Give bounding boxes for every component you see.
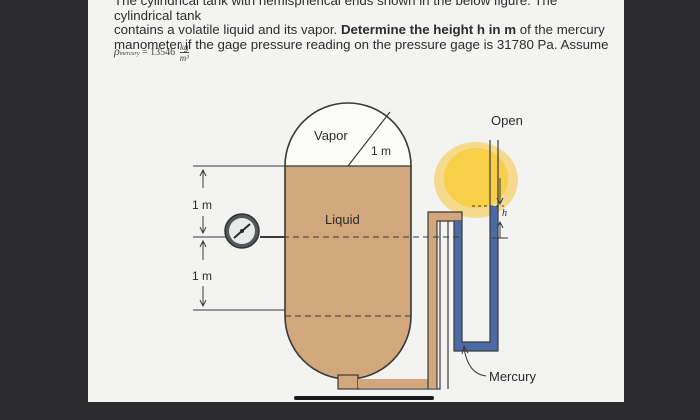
problem-line-2: contains a volatile liquid and its vapor… [114,22,619,38]
mercury-bottom [454,342,498,351]
manometer-tube [358,140,499,389]
pressure-gauge [224,213,285,249]
mercury-left-leg [454,221,462,351]
mercury-leader-arrow [461,344,469,355]
mercury-right-leg [490,206,498,351]
open-label: Open [491,113,523,128]
problem-question: Determine the height h in m [340,22,517,37]
document-page: The cylindrical tank with hemispherical … [88,0,624,402]
tank-liquid [285,166,411,379]
density-formula: ρmercury = 13546 kg m³ [114,42,189,63]
rho-symbol: ρ [114,43,120,58]
dimension-markers [193,165,285,311]
mercury-leader [463,347,487,377]
problem-line-2-text: contains a volatile liquid and its vapor… [114,22,338,37]
liquid-label: Liquid [325,212,360,227]
dim-lower-label: 1 m [192,269,212,283]
rho-subscript: mercury [119,50,140,57]
tank-vapor [285,103,411,166]
h-dimension [492,178,508,239]
glare-highlight [434,142,518,218]
dim-upper-label: 1 m [192,198,212,212]
h-label: h [502,208,507,219]
radius-line [347,111,391,167]
unit-denominator: m³ [179,53,189,63]
vapor-label: Vapor [314,128,348,143]
tank-manometer-figure: Vapor 1 m Liquid 1 m 1 m Open h Mercury [192,102,536,390]
unit-numerator: kg [179,42,189,53]
density-unit: kg m³ [179,42,189,63]
problem-line-2-end: of the mercury [519,22,605,37]
radius-label: 1 m [371,144,391,158]
problem-line-3: manometer if the gage pressure reading o… [114,36,609,52]
problem-statement: The cylindrical tank with hemispherical … [114,0,619,52]
mercury-label: Mercury [489,369,536,384]
density-value: = 13546 [142,46,176,58]
home-indicator[interactable] [294,396,434,400]
problem-line-1: The cylindrical tank with hemispherical … [114,0,558,23]
